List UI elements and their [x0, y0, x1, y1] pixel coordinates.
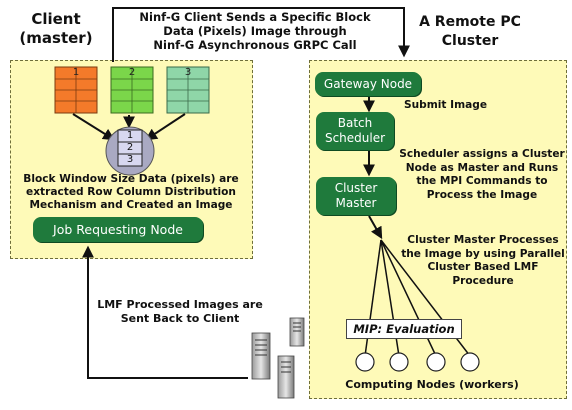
block-3-label: 3 [184, 67, 192, 78]
client-title-line1: Client [31, 10, 81, 28]
batch-scheduler-line1: Batch [337, 116, 373, 130]
job-requesting-node: Job Requesting Node [33, 217, 203, 242]
top-message-line3: Ninf-G Asynchronous GRPC Call [153, 38, 357, 52]
worker-node-3 [426, 352, 446, 372]
top-message: Ninf-G Client Sends a Specific Block Dat… [118, 10, 392, 52]
scheduler-note-line4: Process the Image [426, 188, 538, 201]
master-note-line1: Cluster Master Processes [407, 234, 559, 246]
scheduler-note-line3: the MPI Commands to [416, 175, 548, 187]
master-note: Cluster Master Processes the Image by us… [400, 234, 566, 288]
return-message-line1: LMF Processed Images are [97, 298, 263, 311]
block-1-label: 1 [72, 67, 80, 78]
top-message-line1: Ninf-G Client Sends a Specific Block [139, 10, 371, 24]
block-3 [166, 66, 210, 114]
batch-scheduler-line2: Scheduler [324, 131, 386, 145]
server-icon-2 [251, 332, 271, 380]
assembled-row-2: 2 [126, 142, 134, 153]
cluster-master-line2: Master [335, 196, 377, 210]
scheduler-note-line1: Scheduler assigns a Cluster [399, 148, 565, 160]
client-description: Block Window Size Data (pixels) are extr… [12, 173, 250, 212]
return-message: LMF Processed Images are Sent Back to Cl… [95, 298, 265, 326]
scheduler-note-line2: Node as Master and Runs [405, 161, 559, 174]
cluster-master: Cluster Master [316, 177, 396, 215]
master-note-line4: Procedure [452, 274, 514, 287]
top-message-line2: Data (Pixels) Image through [163, 24, 347, 38]
send-arrow [112, 7, 410, 62]
worker-node-2 [389, 352, 409, 372]
scheduler-note: Scheduler assigns a Cluster Node as Mast… [396, 148, 568, 202]
block3-arrow [144, 113, 186, 141]
assembled-row-1: 1 [126, 130, 134, 141]
block1-arrow [72, 113, 116, 141]
client-description-line3: Mechanism and Created an Image [29, 199, 233, 211]
block-2 [110, 66, 154, 114]
mip-evaluation-box: MIP: Evaluation [346, 319, 462, 339]
return-arrow [82, 245, 248, 379]
worker-node-1 [355, 352, 375, 372]
master-note-line3: Cluster Based LMF [427, 261, 539, 273]
submit-image-label: Submit Image [404, 99, 488, 111]
client-title: Client (master) [6, 10, 106, 48]
server-icon-3 [277, 355, 295, 399]
remote-title: A Remote PC Cluster [400, 13, 540, 51]
block-2-label: 2 [128, 67, 136, 78]
return-message-line2: Sent Back to Client [120, 312, 240, 325]
client-title-line2: (master) [19, 29, 93, 47]
remote-title-line1: A Remote PC [419, 14, 521, 30]
workers-label: Computing Nodes (workers) [345, 378, 519, 391]
pixel-blocks [54, 66, 210, 176]
client-description-line2: extracted Row Column Distribution [26, 186, 236, 198]
block-1 [54, 66, 98, 114]
remote-title-line2: Cluster [441, 33, 499, 49]
assembled-image [117, 129, 143, 167]
gateway-node: Gateway Node [315, 72, 421, 96]
master-note-line2: the Image by using Parallel [401, 247, 565, 260]
assembled-row-3: 3 [126, 154, 134, 165]
worker-node-4 [460, 352, 480, 372]
server-icon-1 [289, 317, 305, 347]
cluster-master-line1: Cluster [334, 181, 378, 195]
client-description-line1: Block Window Size Data (pixels) are [23, 173, 239, 185]
master-to-workers-arrow [368, 215, 383, 240]
batch-scheduler: Batch Scheduler [316, 112, 394, 150]
